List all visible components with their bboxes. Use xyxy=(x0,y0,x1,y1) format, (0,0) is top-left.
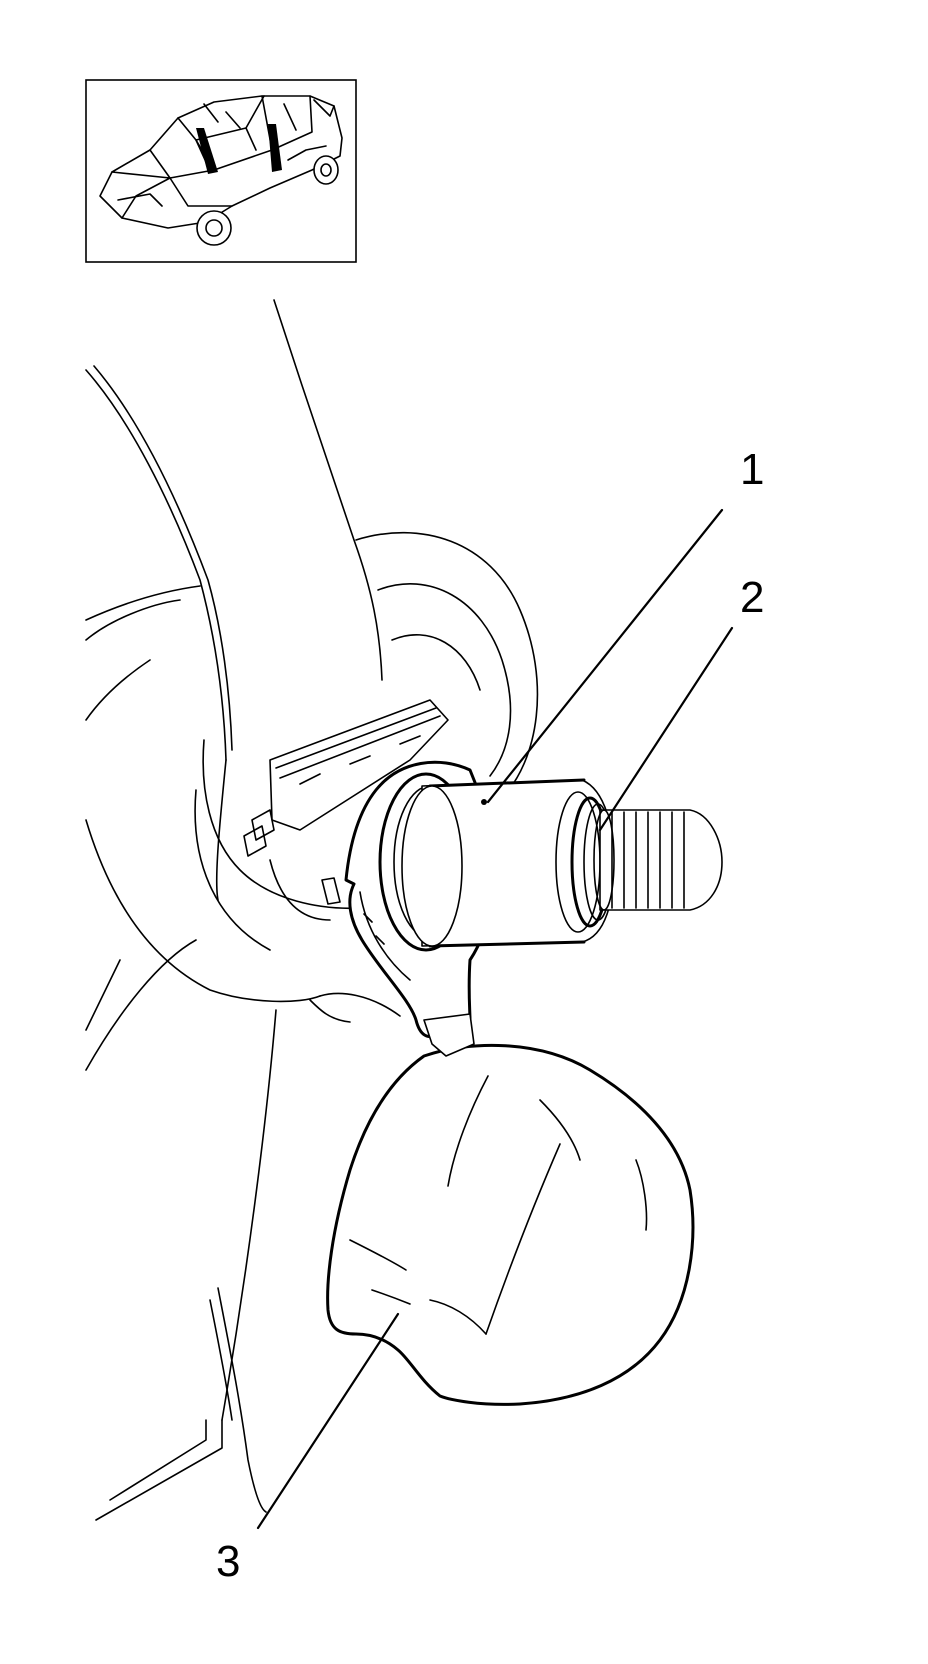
callout-2: 2 xyxy=(598,573,764,832)
suspension-strut-outline xyxy=(85,299,383,901)
lower-strut-legs xyxy=(95,1009,277,1521)
callout-number-2: 2 xyxy=(740,573,764,622)
vehicle-locator-inset xyxy=(85,79,357,263)
leader-line-1 xyxy=(486,508,724,804)
car-body-frame-icon xyxy=(99,95,343,246)
callout-number-3: 3 xyxy=(216,1537,240,1586)
callout-1: 1 xyxy=(486,445,764,804)
clamp-bracket xyxy=(243,699,449,921)
leader-line-3 xyxy=(256,1312,400,1530)
callout-number-1: 1 xyxy=(740,445,764,494)
protective-cover xyxy=(326,1013,695,1406)
seal-ring-and-thread xyxy=(555,791,723,933)
callout-3: 3 xyxy=(216,1312,400,1586)
leader-line-2 xyxy=(598,626,734,832)
